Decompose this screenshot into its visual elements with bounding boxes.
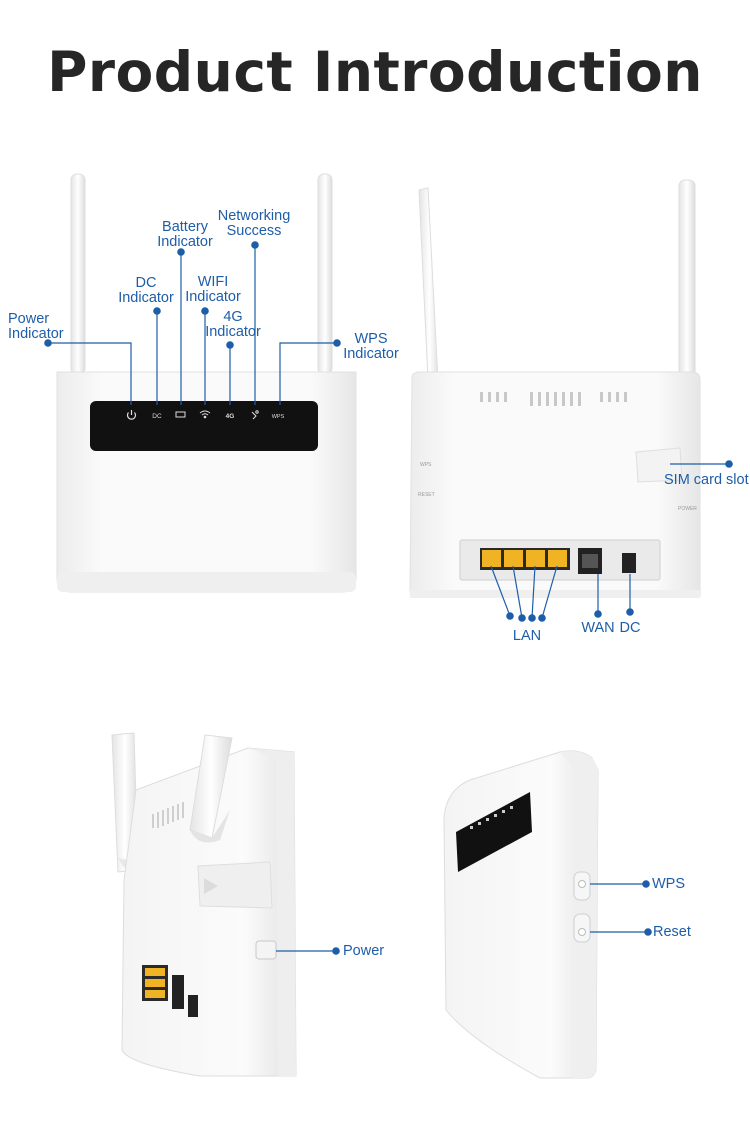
sim-card-slot-label: SIM card slot bbox=[664, 472, 749, 488]
dc-led-icon: DC bbox=[152, 413, 162, 420]
power-callout-line bbox=[48, 342, 132, 405]
reset-button-label: Reset bbox=[653, 924, 691, 940]
antenna-left bbox=[70, 173, 86, 375]
network-led-icon bbox=[251, 410, 259, 420]
dc-port-label: DC bbox=[619, 620, 641, 636]
svg-text:RESET: RESET bbox=[418, 492, 435, 498]
router-back-view: WPS RESET POWER bbox=[409, 179, 733, 622]
svg-text:POWER: POWER bbox=[678, 506, 697, 512]
sim-slot-side bbox=[197, 861, 273, 909]
lan-ports bbox=[480, 548, 570, 570]
vent-grille bbox=[480, 392, 627, 406]
side-ports bbox=[142, 965, 198, 1017]
power-button-label: Power bbox=[343, 943, 385, 959]
wan-label: WAN bbox=[581, 620, 615, 636]
wps-button-label: WPS bbox=[652, 876, 686, 892]
router-front-view: DC 4G WPS bbox=[44, 173, 357, 593]
antenna-right bbox=[317, 173, 333, 375]
angle-led-panel bbox=[456, 792, 532, 872]
lan-label: LAN bbox=[512, 628, 542, 644]
svg-text:WPS: WPS bbox=[420, 462, 432, 468]
wps-led-icon: WPS bbox=[272, 414, 285, 420]
battery-led-icon bbox=[175, 411, 186, 418]
4g-led-icon: 4G bbox=[226, 413, 235, 420]
power-led-icon bbox=[126, 410, 137, 420]
page-title: Product Introduction bbox=[47, 40, 703, 104]
router-side-view bbox=[111, 732, 340, 1077]
led-panel bbox=[90, 401, 318, 451]
wps-callout-line bbox=[279, 342, 337, 405]
wifi-led-icon bbox=[199, 410, 211, 419]
router-angle-view bbox=[443, 750, 652, 1079]
dc-port bbox=[622, 553, 636, 573]
power-button bbox=[255, 940, 277, 960]
sim-slot bbox=[635, 447, 683, 483]
